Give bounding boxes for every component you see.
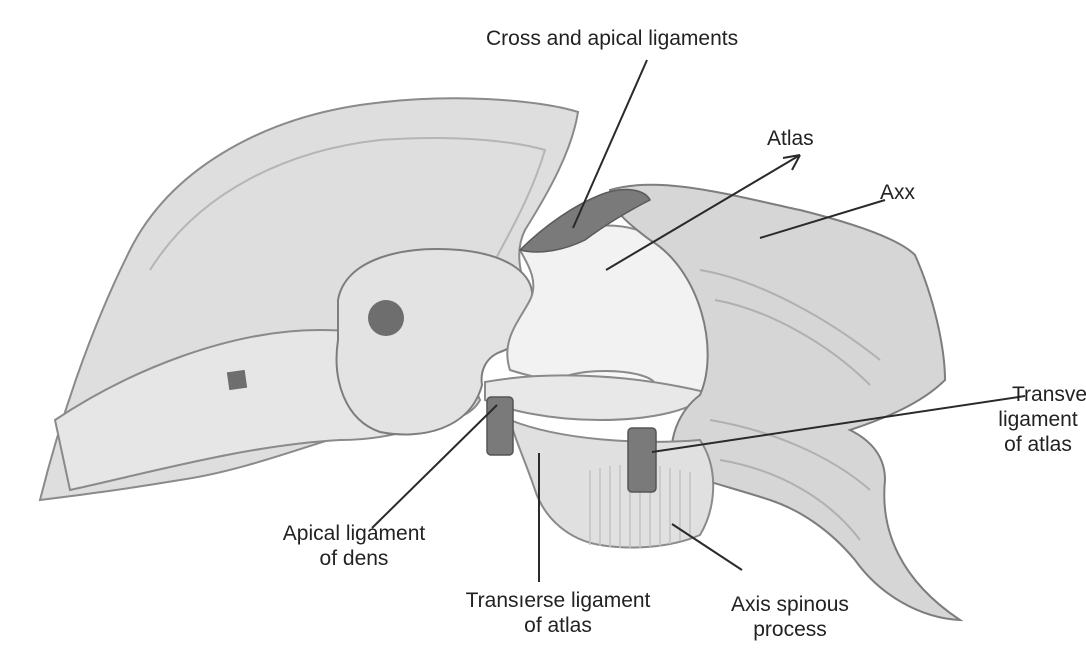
label-transverse-right-line1: Transvers <box>990 382 1086 407</box>
label-axis: Axx <box>880 180 915 205</box>
label-transverse-bottom-line1: Transıerse ligament <box>440 588 676 613</box>
label-apical-ligament-of-dens: Apical ligament of dens <box>256 521 452 571</box>
apical-ligament-cylinder <box>487 397 513 455</box>
label-axis-spinous-line2: process <box>710 617 870 642</box>
transverse-ligament-cylinder <box>628 428 656 492</box>
label-apical-dens-line2: of dens <box>256 546 452 571</box>
label-axis-spinous-line1: Axis spinous <box>710 592 870 617</box>
label-apical-dens-line1: Apical ligament <box>256 521 452 546</box>
label-transverse-right-line2: ligament <box>990 407 1086 432</box>
label-axis-spinous-process: Axis spinous process <box>710 592 870 642</box>
condyle-marker <box>368 300 404 336</box>
label-transverse-ligament-right: Transvers ligament of atlas <box>990 382 1086 457</box>
skull-marker <box>227 370 247 390</box>
label-transverse-ligament-bottom: Transıerse ligament of atlas <box>440 588 676 638</box>
label-atlas: Atlas <box>767 126 814 151</box>
label-cross-apical-ligaments: Cross and apical ligaments <box>486 26 738 51</box>
label-transverse-right-line3: of atlas <box>990 432 1086 457</box>
label-transverse-bottom-line2: of atlas <box>440 613 676 638</box>
